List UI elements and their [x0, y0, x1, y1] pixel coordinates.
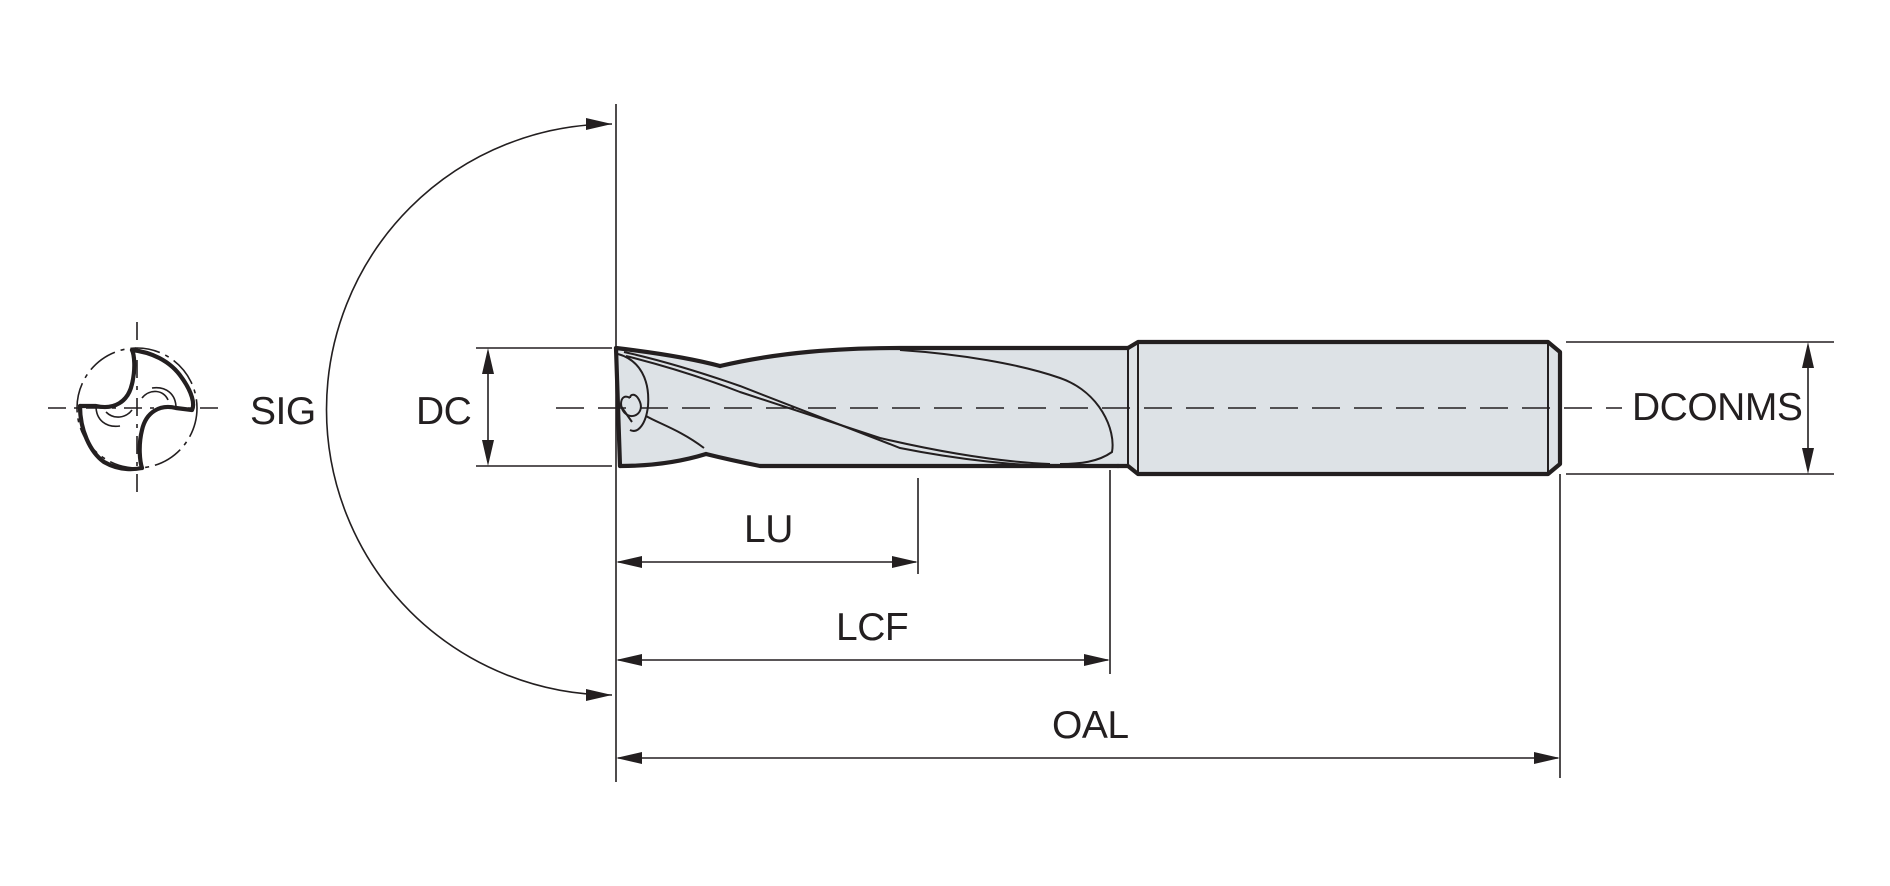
oal-label: OAL	[1052, 704, 1129, 747]
oal-dimension: OAL	[616, 474, 1561, 778]
dconms-dimension: DCONMS	[1566, 341, 1834, 475]
fluted-section	[616, 348, 1128, 466]
dc-label: DC	[416, 390, 471, 433]
end-view	[48, 322, 224, 498]
dc-dimension: DC	[416, 347, 612, 467]
lcf-dimension: LCF	[616, 470, 1111, 674]
sig-label: SIG	[250, 390, 316, 433]
drill-body	[613, 339, 1563, 477]
shank	[1128, 342, 1560, 474]
lcf-label: LCF	[836, 606, 908, 649]
dconms-label: DCONMS	[1632, 386, 1802, 429]
lu-dimension: LU	[616, 478, 919, 574]
sig-dimension: SIG	[250, 118, 613, 701]
lu-label: LU	[744, 508, 793, 551]
